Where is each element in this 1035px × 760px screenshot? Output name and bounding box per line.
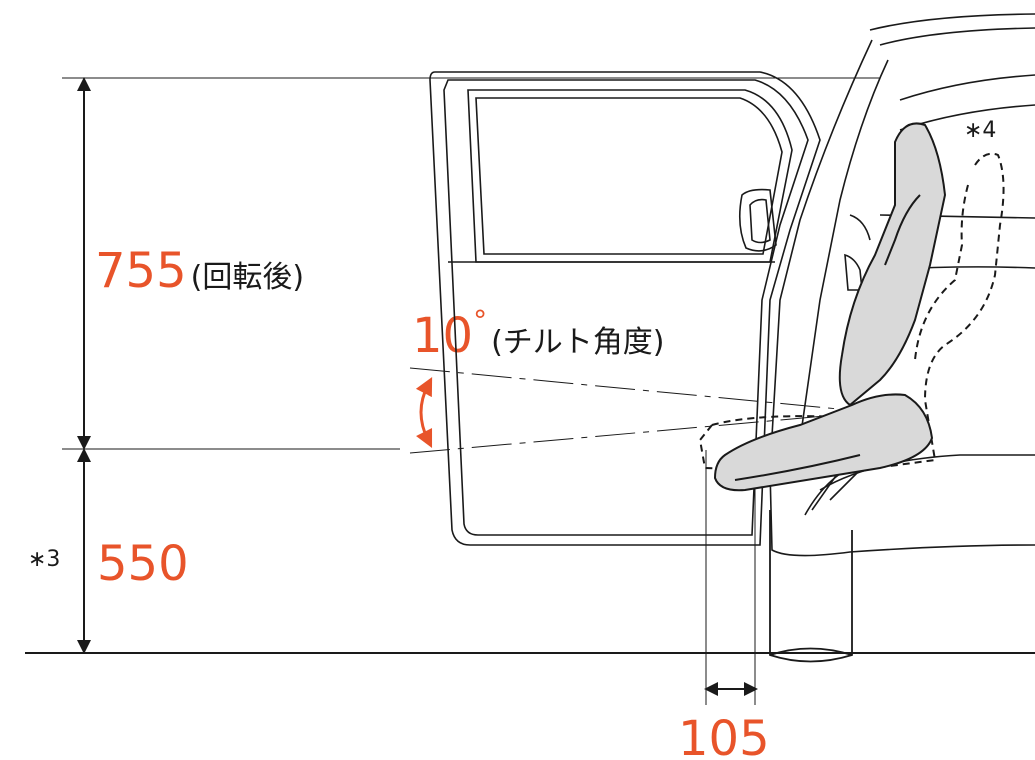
seat-base-pedestal bbox=[769, 510, 853, 663]
car-door bbox=[429, 71, 821, 546]
tilt-angle-label: 10°(チルト角度) bbox=[412, 304, 665, 364]
seat-height-marker: ∗3 bbox=[28, 547, 60, 572]
tilt-line-upper bbox=[409, 367, 871, 413]
side-mirror bbox=[738, 188, 777, 252]
seat-marker-4: ∗4 bbox=[964, 118, 996, 143]
tilt-angle-arc-arrow bbox=[415, 377, 433, 449]
rotated-seat bbox=[713, 122, 947, 492]
dimension-755-label: 755(回転後) bbox=[95, 243, 304, 299]
tilt-line-lower bbox=[409, 411, 871, 454]
seat-height-label: 550 bbox=[97, 536, 189, 592]
offset-105-label: 105 bbox=[678, 711, 770, 760]
car-body bbox=[769, 13, 1035, 557]
